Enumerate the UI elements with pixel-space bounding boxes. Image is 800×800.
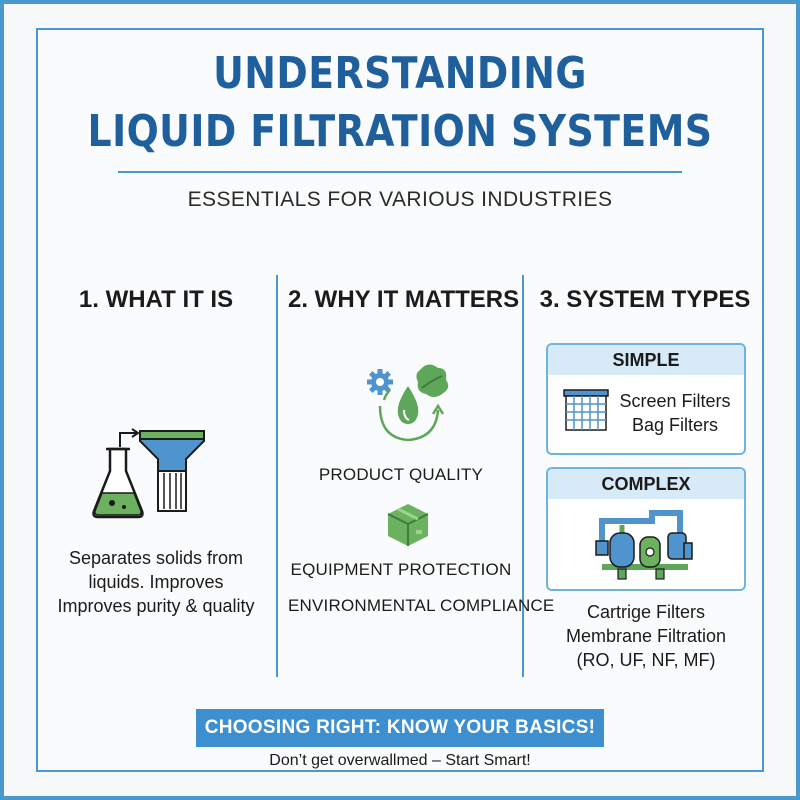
card-complex: COMPLEX (546, 467, 746, 591)
what-it-is-line-1: Separates solids from (68, 548, 244, 568)
column-heading-system-types: 3. SYSTEM TYPES (539, 286, 751, 313)
card-simple-title: SIMPLE (548, 345, 744, 375)
column-heading-why-it-matters: 2. WHY IT MATTERS (288, 286, 520, 313)
membrane-piping-system-icon (595, 510, 693, 580)
complex-item-membrane-types: (RO, UF, NF, MF) (576, 650, 716, 670)
complex-item-membrane-filtration: Membrane Filtration (565, 626, 727, 646)
column-divider-2 (522, 275, 524, 677)
footer-tagline: Don’t get overwallmed – Start Smart! (269, 752, 531, 769)
card-simple: SIMPLE (546, 343, 746, 455)
what-it-is-line-2: liquids. Improves (88, 572, 224, 592)
screen-filter-grid-icon (563, 389, 609, 431)
item-product-quality: PRODUCT QUALITY (318, 465, 484, 484)
what-it-is-line-3: Improves purity & quality (57, 596, 255, 616)
package-box-icon (387, 504, 429, 546)
subtitle: ESSENTIALS FOR VARIOUS INDUSTRIES (187, 188, 613, 211)
title-line-1: UNDERSTANDING (213, 48, 587, 99)
gear-drop-leaf-cycle-icon (367, 364, 449, 442)
card-complex-title: COMPLEX (548, 469, 744, 499)
item-environmental-compliance: ENVIRONMENTAL COMPLIANCE (288, 596, 555, 615)
simple-item-bag-filters: Bag Filters (631, 415, 719, 435)
title-underline (118, 171, 682, 173)
column-heading-what-it-is: 1. WHAT IT IS (78, 286, 234, 313)
title-line-2: LIQUID FILTRATION SYSTEMS (87, 106, 713, 157)
item-equipment-protection: EQUIPMENT PROTECTION (290, 560, 512, 579)
flask-funnel-filter-icon (92, 428, 205, 519)
column-divider-1 (276, 275, 278, 677)
simple-item-screen-filters: Screen Filters (619, 391, 731, 411)
footer-banner: CHOOSING RIGHT: KNOW YOUR BASICS! (196, 709, 604, 747)
complex-item-cartrige-filters: Cartrige Filters (586, 602, 706, 622)
